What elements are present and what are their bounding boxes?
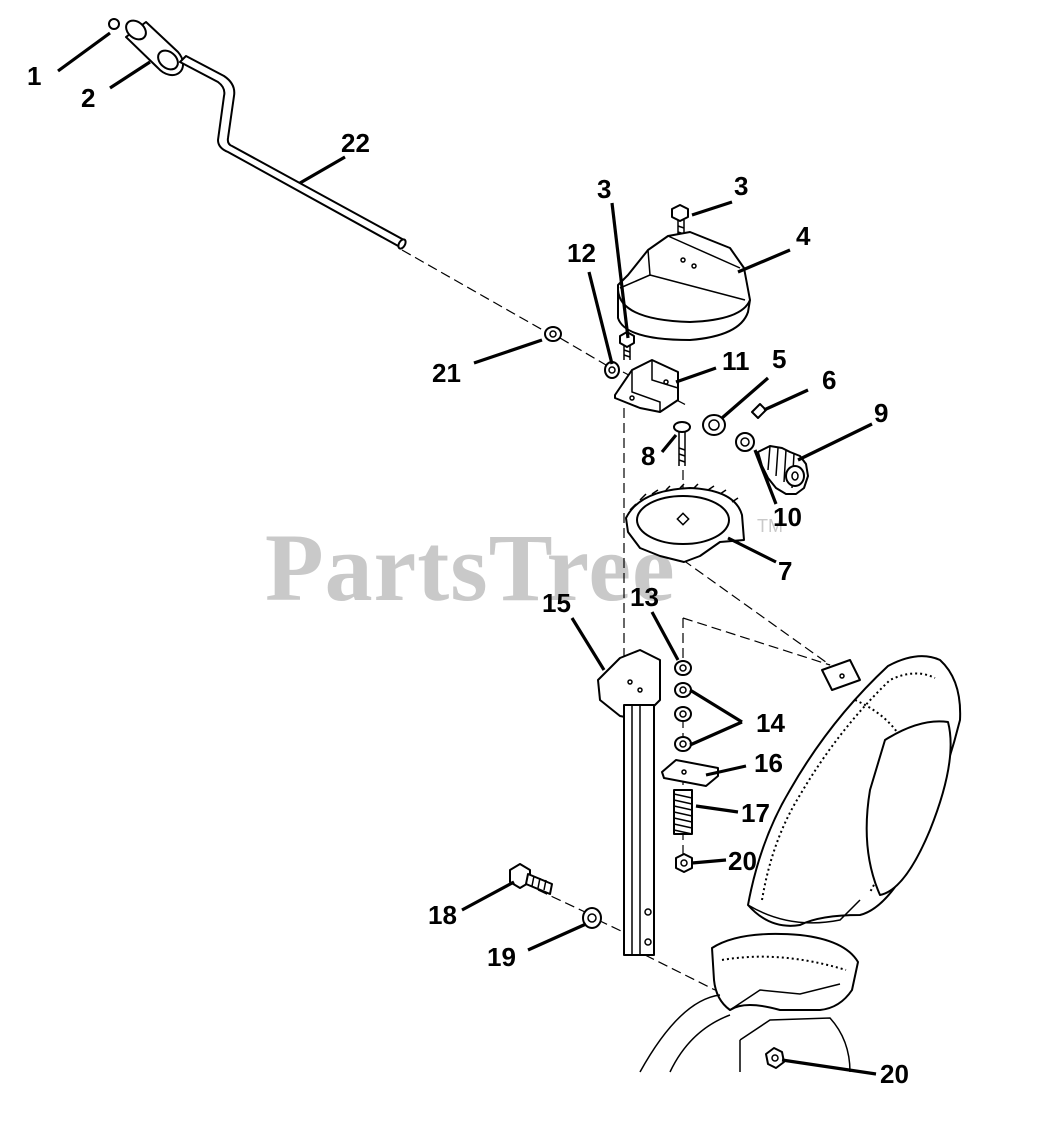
part-14-washers	[674, 682, 692, 752]
callout-20-upper: 20	[728, 846, 757, 876]
part-4-cover	[617, 231, 751, 341]
leader-lines	[57, 31, 877, 1076]
part-8-bolt	[673, 421, 691, 466]
part-20-nut-upper	[675, 853, 693, 873]
part-17-spring	[673, 789, 693, 835]
part-13-washer	[674, 660, 692, 676]
part-9-gear	[757, 445, 809, 495]
callout-4: 4	[796, 221, 811, 251]
part-11-bracket	[614, 359, 679, 413]
callout-5: 5	[772, 344, 786, 374]
callout-labels: 1 2 22 3 3 4 12 21 11 5 6 9 8 10 7 15 13…	[27, 61, 909, 1089]
callout-22: 22	[341, 128, 370, 158]
part-5-bushing	[702, 414, 726, 436]
part-16-plate	[661, 759, 719, 787]
part-21-nut	[544, 326, 562, 342]
callout-6: 6	[822, 365, 836, 395]
housing-outline	[639, 994, 851, 1073]
callout-21: 21	[432, 358, 461, 388]
callout-3-upper-screw: 3	[734, 171, 748, 201]
callout-12: 12	[567, 238, 596, 268]
part-19-washer	[582, 907, 602, 929]
watermark-trademark: TM	[757, 516, 783, 536]
callout-13: 13	[630, 582, 659, 612]
callout-11: 11	[722, 346, 750, 376]
callout-20-lower: 20	[880, 1059, 909, 1089]
callout-3-lower-screw: 3	[597, 174, 611, 204]
chute-base	[711, 932, 859, 1011]
part-7-gear-ring	[625, 483, 745, 563]
callout-14: 14	[756, 708, 785, 738]
callout-1: 1	[27, 61, 41, 91]
discharge-chute	[747, 655, 962, 927]
callout-7: 7	[778, 556, 792, 586]
part-22-crank-rod	[179, 55, 407, 250]
callout-19: 19	[487, 942, 516, 972]
callout-2: 2	[81, 83, 95, 113]
callout-18: 18	[428, 900, 457, 930]
callout-8: 8	[641, 441, 655, 471]
watermark-text: PartsTree	[265, 514, 676, 621]
part-12-washer	[604, 361, 620, 379]
callout-16: 16	[754, 748, 783, 778]
part-18-bolt	[509, 863, 553, 895]
part-15-shaft-bracket	[597, 649, 661, 956]
callout-10: 10	[773, 502, 802, 532]
callout-17: 17	[741, 798, 770, 828]
part-1-nut	[108, 18, 120, 30]
part-10-washer	[735, 432, 755, 452]
callout-9: 9	[874, 398, 888, 428]
part-20-nut-lower	[765, 1047, 785, 1069]
callout-15: 15	[542, 588, 571, 618]
part-2-handle-grip	[125, 19, 185, 77]
part-6-pin	[751, 403, 767, 419]
